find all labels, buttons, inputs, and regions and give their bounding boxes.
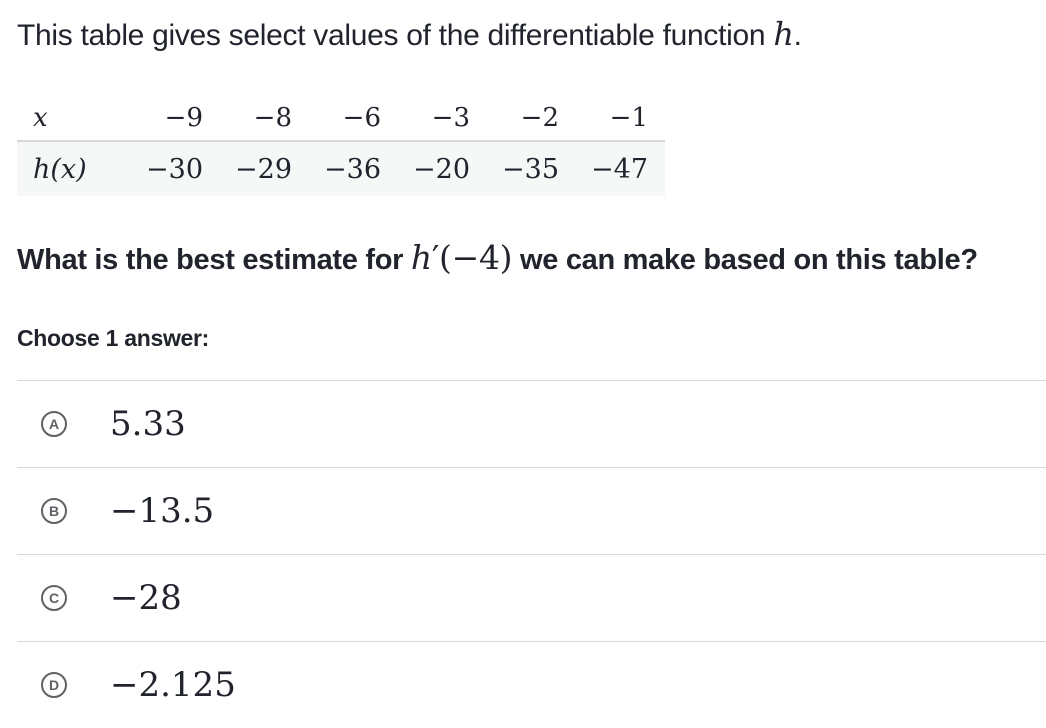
choice-letter-badge: D <box>41 672 67 698</box>
values-table: x −9 −8 −6 −3 −2 −1 h(x) −30 −29 −36 −20… <box>17 96 665 196</box>
choice-letter-badge: A <box>41 411 67 437</box>
table-header-label: x <box>17 96 114 142</box>
choice-value: −13.5 <box>110 491 215 531</box>
table-row: h(x) −30 −29 −36 −20 −35 −47 <box>17 141 665 196</box>
question-prime-arg: ′(−4) <box>431 238 513 277</box>
table-row-label: h(x) <box>17 141 114 196</box>
table-x-value: −9 <box>114 96 203 142</box>
table-h-value: −47 <box>559 141 665 196</box>
question-before: What is the best estimate for <box>17 244 411 276</box>
choice-letter-badge: B <box>41 498 67 524</box>
table-h-value: −20 <box>381 141 470 196</box>
table-x-value: −2 <box>470 96 559 142</box>
choice-value: −28 <box>110 578 182 618</box>
choice-d[interactable]: D −2.125 <box>17 641 1046 728</box>
question-function: h <box>410 238 432 277</box>
intro-sentence: This table gives select values of the di… <box>17 19 774 52</box>
question-text: What is the best estimate for h′(−4) we … <box>17 236 978 282</box>
table-h-value: −29 <box>203 141 292 196</box>
choice-letter-badge: C <box>41 585 67 611</box>
table-h-value: −35 <box>470 141 559 196</box>
intro-period: . <box>793 19 802 52</box>
table-h-value: −30 <box>114 141 203 196</box>
table-x-value: −8 <box>203 96 292 142</box>
choice-value: 5.33 <box>110 404 186 444</box>
intro-function-name: h <box>773 15 794 53</box>
table-x-value: −6 <box>292 96 381 142</box>
table-x-value: −3 <box>381 96 470 142</box>
choice-b[interactable]: B −13.5 <box>17 467 1046 554</box>
choice-value: −2.125 <box>110 665 236 705</box>
choice-c[interactable]: C −28 <box>17 554 1046 641</box>
choose-prompt: Choose 1 answer: <box>17 325 210 351</box>
question-after: we can make based on this table? <box>512 244 978 276</box>
intro-text: This table gives select values of the di… <box>17 14 802 56</box>
answer-choices: A 5.33 B −13.5 C −28 D −2.125 <box>17 380 1046 728</box>
table-h-value: −36 <box>292 141 381 196</box>
table-header-row: x −9 −8 −6 −3 −2 −1 <box>17 96 665 142</box>
question-math: h′(−4) <box>410 238 513 277</box>
choice-a[interactable]: A 5.33 <box>17 380 1046 467</box>
table-x-value: −1 <box>559 96 665 142</box>
